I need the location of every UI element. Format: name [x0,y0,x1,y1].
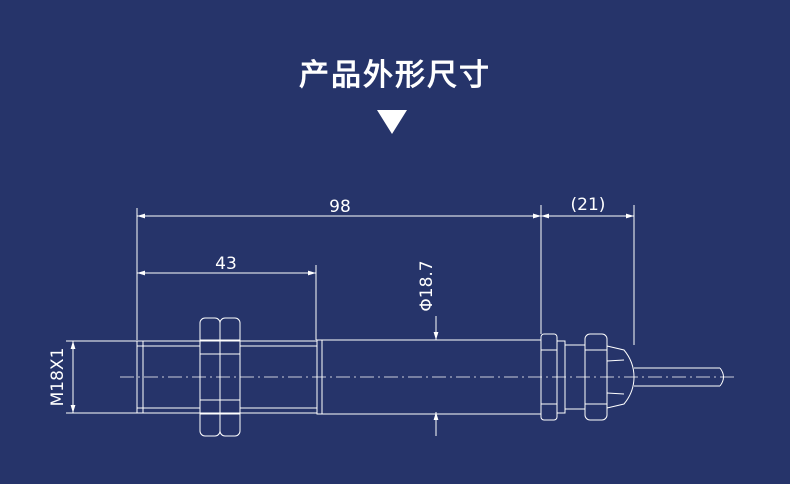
cable [634,367,724,387]
triangle-down-icon [377,110,407,134]
cable-gland [540,333,635,421]
hex-nut-right [219,317,241,437]
dim-label-overall-length: 98 [329,197,351,217]
dim-label-thread-length: 43 [215,254,237,274]
dim-label-diameter: Φ18.7 [417,260,437,311]
dim-label-gland-length: (21) [571,195,606,215]
page-title: 产品外形尺寸 [299,58,491,93]
dim-label-thread-spec: M18X1 [48,348,68,407]
